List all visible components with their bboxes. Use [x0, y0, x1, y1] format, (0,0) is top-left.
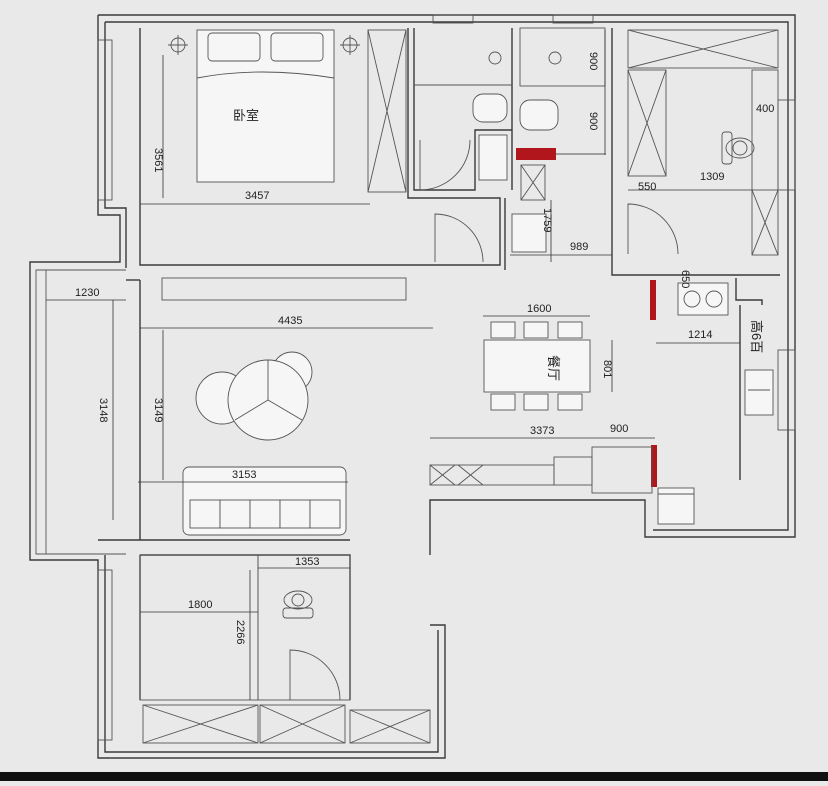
bathroom-2: 900 900 1759 989	[504, 27, 612, 270]
master-bedroom: 卧室 3561 3457	[139, 28, 501, 266]
dim-table-depth: 801	[601, 360, 613, 378]
red-wall-marker	[650, 280, 656, 320]
oven	[744, 369, 774, 416]
dim-bath-mid: 900	[587, 112, 599, 130]
study-room: 400 550 1309	[611, 28, 780, 276]
dim-counter-short: 900	[610, 423, 628, 435]
kitchen: 650 1214 高6百	[650, 270, 774, 525]
dim-study-side: 400	[756, 103, 774, 115]
dim-kitchen-small: 650	[679, 270, 691, 288]
dim-bedroom-width: 3457	[245, 190, 269, 202]
dim-study-left: 550	[638, 181, 656, 193]
height-note: 高6百	[749, 320, 764, 353]
dim-corridor-length: 1759	[541, 208, 553, 232]
dining-chair	[523, 321, 549, 339]
gas-stove	[677, 282, 729, 316]
dim-room3-desk: 1353	[295, 556, 319, 568]
dim-bedroom-depth: 3561	[152, 148, 164, 172]
dim-room3-width: 1800	[188, 599, 212, 611]
dim-kitchen-width: 1214	[688, 329, 712, 341]
dim-corridor-width: 989	[570, 241, 588, 253]
dining-chair	[557, 393, 583, 411]
dim-counter-length: 3373	[530, 425, 554, 437]
dining-chair	[557, 321, 583, 339]
room-label-dining: 餐厅	[546, 355, 561, 381]
bathroom-1	[413, 28, 513, 191]
dining-chair	[490, 393, 516, 411]
refrigerator	[657, 487, 695, 525]
dim-balcony: 1230	[75, 287, 99, 299]
dining-chair	[523, 393, 549, 411]
living-dining: 1230 4435 3148 3149 3153 1600 餐厅	[46, 277, 655, 540]
red-wall-marker	[651, 445, 657, 487]
dining-chair	[490, 321, 516, 339]
dim-room3-depth: 2266	[234, 620, 246, 644]
utility-sink	[511, 213, 547, 253]
dining-table	[483, 339, 591, 393]
dim-study-width: 1309	[700, 171, 724, 183]
lamp-icon	[340, 35, 360, 55]
person-at-desk-icon	[282, 590, 314, 619]
dim-balcony-depth: 3148	[97, 398, 109, 422]
lamp-icon	[168, 35, 188, 55]
second-bedroom: 1353 1800 2266	[98, 539, 431, 744]
dim-table-width: 1600	[527, 303, 551, 315]
washbasin	[478, 134, 508, 181]
room-label-bedroom: 卧室	[233, 108, 259, 123]
toilet	[519, 99, 559, 131]
red-wall-marker	[516, 148, 556, 160]
dim-sofa-length: 3153	[232, 469, 256, 481]
dim-bath-top: 900	[587, 52, 599, 70]
dim-living-width: 4435	[278, 315, 302, 327]
outer-walls	[29, 14, 796, 759]
dim-living-depth: 3149	[152, 398, 164, 422]
person-at-desk-icon	[721, 131, 755, 165]
toilet	[472, 93, 508, 123]
